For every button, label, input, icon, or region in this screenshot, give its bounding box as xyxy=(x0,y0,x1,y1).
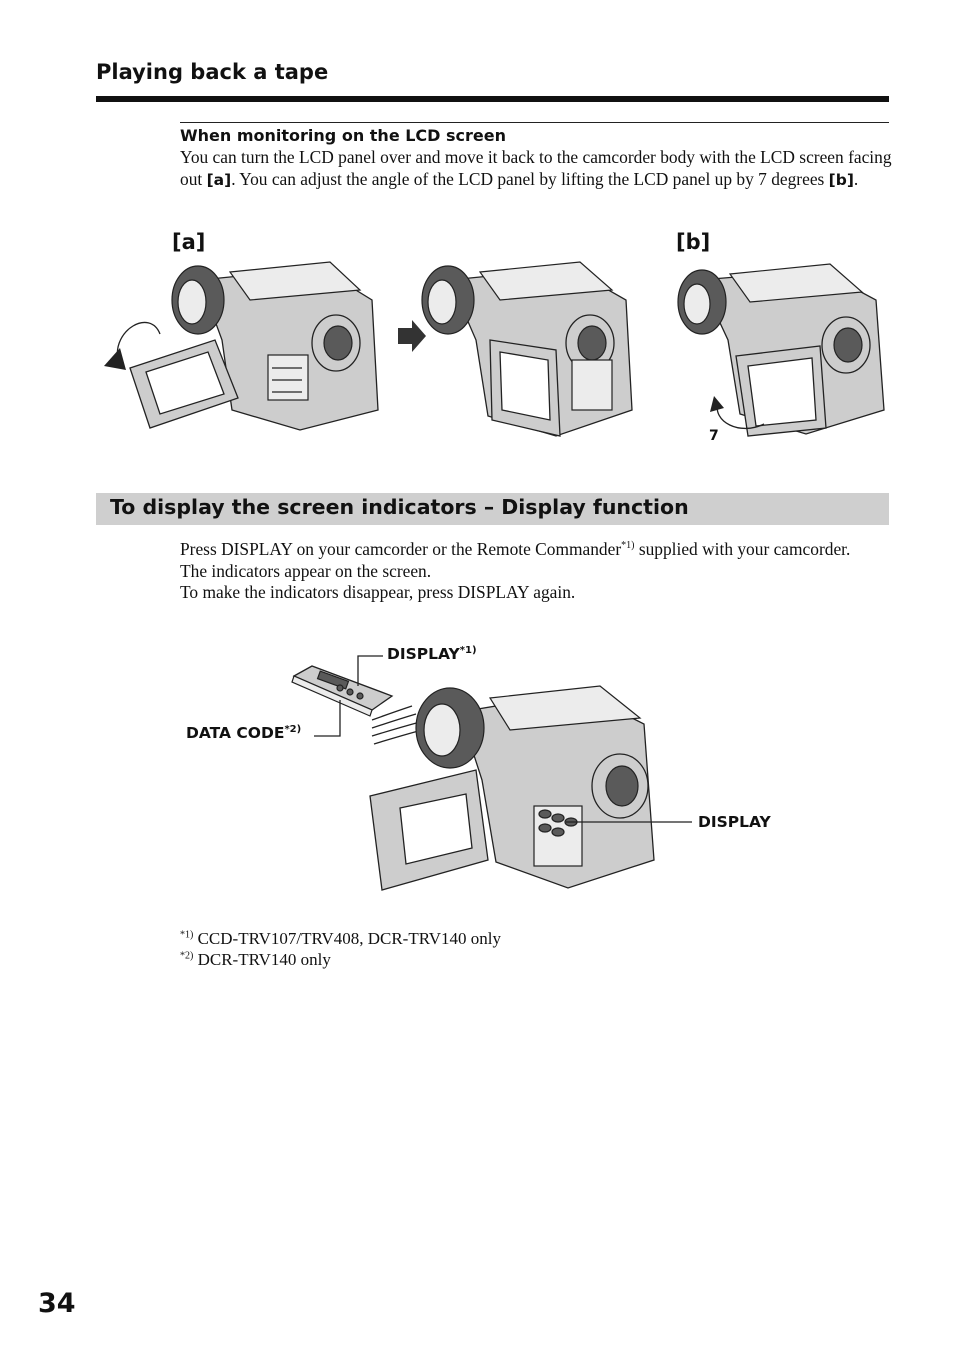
section-title: Playing back a tape xyxy=(96,60,329,84)
display-line-1: Press DISPLAY on your camcorder or the R… xyxy=(180,539,892,561)
camcorder-illustration-b xyxy=(677,263,885,437)
callout-display-remote-text: DISPLAY xyxy=(387,645,460,663)
lcd-text-2: . You can adjust the angle of the LCD pa… xyxy=(231,168,829,189)
callout-display-remote-sup: *1) xyxy=(459,644,477,656)
lcd-ref-a: [a] xyxy=(206,170,232,189)
lcd-ref-b: [b] xyxy=(828,170,854,189)
footnote-2: *2) DCR-TRV140 only xyxy=(180,949,501,970)
figure-label-a: [a] xyxy=(172,230,206,254)
callout-display-remote: DISPLAY*1) xyxy=(387,645,477,663)
camcorder-illustration-a-closed xyxy=(421,261,633,437)
section-title-rule xyxy=(96,96,889,102)
display-line-1-pre: Press DISPLAY on your camcorder or the R… xyxy=(180,539,622,559)
callout-data-code-text: DATA CODE xyxy=(186,724,285,742)
lcd-paragraph: You can turn the LCD panel over and move… xyxy=(180,147,892,191)
section-band xyxy=(96,493,889,525)
lcd-subsection-heading: When monitoring on the LCD screen xyxy=(180,126,507,145)
callout-data-code: DATA CODE*2) xyxy=(186,724,301,742)
display-line-2: The indicators appear on the screen. xyxy=(180,560,432,581)
display-line-1-sup: *1) xyxy=(621,540,635,552)
arrow-right-icon xyxy=(398,320,426,352)
footnote-2-marker: *2) xyxy=(180,950,194,962)
camcorder-illustration-display xyxy=(369,685,692,891)
page-number: 34 xyxy=(38,1288,76,1319)
footnote-1-marker: *1) xyxy=(180,929,194,941)
remote-commander-illustration xyxy=(291,655,423,745)
subsection-rule xyxy=(180,122,889,123)
lcd-text-3: . xyxy=(853,168,859,189)
tilt-angle-label: 7 xyxy=(709,428,719,444)
callout-data-code-sup: *2) xyxy=(284,723,302,735)
figure-label-b: [b] xyxy=(676,230,711,254)
callout-display-camera: DISPLAY xyxy=(698,813,771,831)
display-line-3: To make the indicators disappear, press … xyxy=(180,582,576,602)
display-section-title: To display the screen indicators – Displ… xyxy=(110,495,689,519)
display-paragraph: Press DISPLAY on your camcorder or the R… xyxy=(180,539,892,604)
footnote-1: *1) CCD-TRV107/TRV408, DCR-TRV140 only xyxy=(180,928,501,949)
display-line-1-post: supplied with your camcorder. xyxy=(634,539,851,559)
camcorder-illustration-a-open xyxy=(104,261,379,431)
footnote-1-text: CCD-TRV107/TRV408, DCR-TRV140 only xyxy=(197,929,501,948)
footnote-2-text: DCR-TRV140 only xyxy=(197,950,331,969)
lcd-text-1: You can turn the LCD panel over and move… xyxy=(180,147,892,189)
footnotes: *1) CCD-TRV107/TRV408, DCR-TRV140 only *… xyxy=(180,928,501,970)
